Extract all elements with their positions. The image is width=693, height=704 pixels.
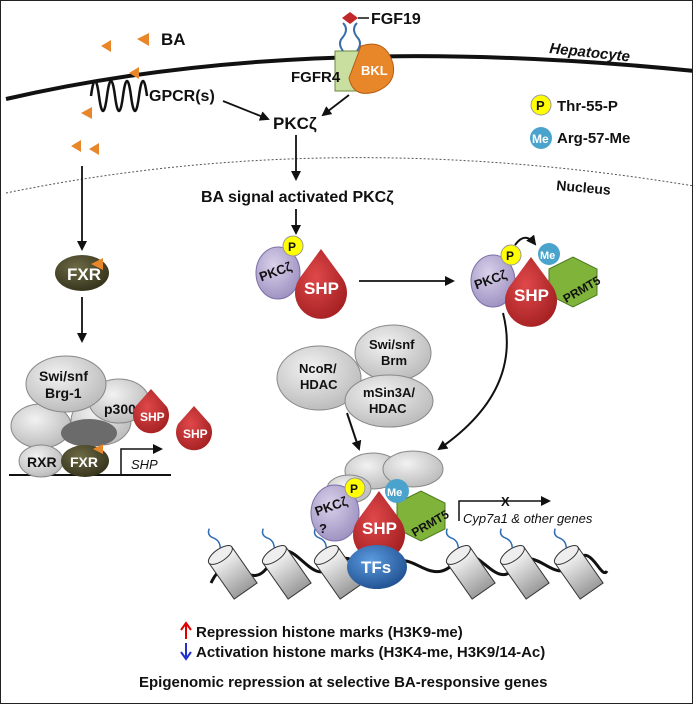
msin3a-hdac-blob — [344, 374, 434, 428]
caption: Epigenomic repression at selective BA-re… — [139, 674, 548, 691]
nucleosome — [313, 528, 364, 600]
bkl-shape — [348, 43, 395, 94]
ba-triangle — [137, 33, 149, 46]
methyl-circle — [385, 479, 409, 503]
gpcr-label: GPCR(s) — [149, 88, 215, 105]
rxr-label: RXR — [27, 454, 57, 470]
ba-triangle — [101, 40, 111, 52]
ba-signal-label: BA signal activated PKCζ — [201, 189, 394, 206]
arrow-corepressors-to-chromatin — [346, 412, 362, 451]
msin3a-line1: mSin3A/ — [363, 385, 415, 400]
shp-label: SHP — [304, 279, 339, 298]
methyl-legend-icon — [530, 127, 552, 149]
shp-protein — [505, 257, 557, 327]
fgfr4-label: FGFR4 — [291, 69, 341, 86]
repression-marks-label: Repression histone marks (H3K9-me) — [196, 624, 463, 641]
methyl-letter: Me — [540, 250, 555, 262]
ba-triangle — [81, 107, 92, 119]
shp-label: SHP — [140, 410, 165, 424]
shp-protein — [295, 249, 348, 319]
fgfr4-stalk — [339, 22, 361, 52]
swisnf-brg1-blob — [25, 355, 107, 413]
down-arrow-icon — [180, 643, 192, 661]
pkc-zeta-blob — [310, 484, 360, 542]
pkc-q-line2: ? — [319, 521, 327, 536]
arg-legend-label: Arg-57-Me — [557, 130, 630, 147]
thr-legend-label: Thr-55-P — [557, 98, 618, 115]
swisnf-brg1-line1: Swi/snf — [39, 368, 88, 384]
activation-marks-label: Activation histone marks (H3K4-me, H3K9/… — [196, 644, 545, 661]
me-legend-letter: Me — [532, 132, 549, 146]
phosphate-letter: P — [506, 249, 514, 263]
arrow-gpcr-to-pkc — [222, 100, 270, 121]
phosphate-circle — [282, 235, 304, 257]
cyp7a1-block-mark: X — [501, 494, 510, 509]
cyp7a1-promoter-arrow — [458, 496, 551, 521]
methyl-circle — [538, 243, 560, 265]
bkl-label: BKL — [361, 63, 388, 78]
shp-protein: SHP — [175, 406, 212, 451]
ba-triangle — [71, 140, 81, 152]
nucleus-label: Nucleus — [556, 177, 612, 198]
nucleosome — [207, 528, 258, 600]
swisnf-brm-line1: Swi/snf — [369, 337, 415, 352]
p-legend-letter: P — [536, 98, 545, 113]
msin3a-line2: HDAC — [369, 401, 407, 416]
nucleosome — [553, 528, 604, 600]
methylation-arrow — [514, 234, 537, 246]
ncor-hdac-blob — [276, 345, 362, 411]
nuclear-membrane — [5, 157, 692, 194]
up-arrow-icon — [180, 621, 192, 639]
nucleosome — [261, 528, 312, 600]
nucleosome — [445, 528, 496, 600]
ncor-line2: HDAC — [300, 377, 338, 392]
shp-protein: SHP — [133, 389, 169, 434]
ba-triangle — [89, 143, 99, 155]
swisnf-brm-line2: Brm — [381, 353, 407, 368]
bile-acid-molecules — [71, 33, 149, 155]
fxr-dna-label: FXR — [70, 454, 98, 470]
ba-label: BA — [161, 30, 186, 49]
swisnf-brg1-line2: Brg-1 — [45, 385, 82, 401]
corepressor-blob — [382, 450, 444, 488]
shp-label: SHP — [362, 519, 397, 538]
arrow-prmt5-to-chromatin — [437, 312, 508, 451]
methyl-letter: Me — [387, 487, 402, 499]
tfs-label: TFs — [361, 558, 391, 577]
tfs-blob — [347, 545, 407, 589]
phosphate-circle — [344, 477, 366, 499]
phosphate-letter: P — [288, 240, 296, 254]
ba-bound-triangle — [91, 258, 103, 270]
shp-gene-label: SHP — [131, 457, 158, 472]
dark-coactivator-blob — [61, 419, 117, 447]
shp-label: SHP — [183, 427, 208, 441]
nucleosome — [499, 528, 550, 600]
fxr-label: FXR — [67, 265, 101, 284]
pkc-zeta-blob — [255, 246, 301, 300]
cyp7a1-gene-label: Cyp7a1 & other genes — [463, 511, 593, 526]
gpcr-receptor — [89, 79, 149, 113]
p300-label: p300 — [104, 401, 136, 417]
phosphate-letter: P — [350, 482, 358, 496]
shp-label: SHP — [514, 286, 549, 305]
phosphate-legend-icon — [530, 94, 552, 116]
fgf19-label: FGF19 — [371, 11, 421, 28]
shp-protein — [353, 491, 406, 561]
ba-bound-triangle — [93, 444, 103, 454]
phosphate-circle — [500, 244, 522, 266]
pkc-zeta-label: PKCζ — [273, 114, 317, 133]
ncor-line1: NcoR/ — [299, 361, 337, 376]
cell-membrane — [5, 54, 692, 101]
shp-promoter-arrow — [120, 444, 163, 475]
arrow-fgfr4-to-pkc — [321, 94, 350, 117]
ba-triangle — [129, 67, 139, 79]
fxr-dna-blob — [61, 445, 109, 477]
fgf19-ligand — [342, 12, 358, 24]
